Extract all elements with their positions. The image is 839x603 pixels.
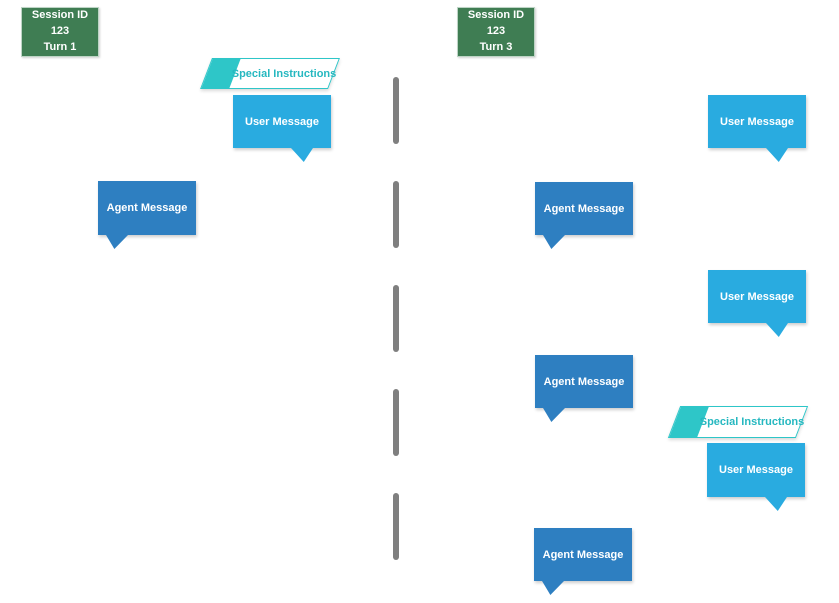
- session-id-label: Session ID 123: [467, 9, 525, 38]
- user-message-bubble: User Message: [707, 443, 805, 511]
- user-message-bubble: User Message: [708, 270, 806, 337]
- user-message-bubble: User Message: [233, 95, 331, 162]
- divider-dash: [393, 181, 399, 248]
- bubble-tail: [542, 581, 564, 595]
- user-message-bubble: User Message: [708, 95, 806, 162]
- session-turn3-box: Session ID 123 Turn 3: [457, 7, 535, 57]
- agent-message-bubble: Agent Message: [534, 528, 632, 595]
- session-turn1-box: Session ID 123 Turn 1: [21, 7, 99, 57]
- agent-message-label: Agent Message: [543, 202, 625, 215]
- divider-dash: [393, 285, 399, 352]
- divider-dash: [393, 493, 399, 560]
- agent-message-label: Agent Message: [106, 202, 188, 214]
- bubble-tail: [106, 235, 128, 249]
- special-instructions-label: Special Instructions: [231, 67, 337, 80]
- special-instructions-label: Special Instructions: [699, 416, 805, 428]
- turn-number-label: Turn 1: [43, 40, 77, 53]
- bubble-tail: [765, 497, 787, 511]
- user-message-label: User Message: [245, 115, 319, 128]
- user-message-label: User Message: [720, 115, 794, 128]
- agent-message-label: Agent Message: [543, 375, 625, 388]
- bubble-tail: [543, 408, 565, 422]
- bubble-tail: [543, 235, 565, 249]
- agent-message-bubble: Agent Message: [535, 355, 633, 422]
- bubble-tail: [766, 323, 788, 337]
- bubble-tail: [291, 148, 313, 162]
- turn-number-label: Turn 3: [479, 40, 513, 53]
- bubble-tail: [766, 148, 788, 162]
- special-instructions-banner: Special Instructions: [667, 406, 809, 438]
- agent-message-bubble: Agent Message: [535, 182, 633, 249]
- user-message-label: User Message: [719, 464, 793, 476]
- agent-message-bubble: Agent Message: [98, 181, 196, 249]
- divider-dash: [393, 389, 399, 456]
- divider-dash: [393, 77, 399, 144]
- special-instructions-banner: Special Instructions: [200, 58, 340, 89]
- session-id-label: Session ID 123: [31, 9, 89, 38]
- agent-message-label: Agent Message: [542, 548, 624, 561]
- user-message-label: User Message: [720, 290, 794, 303]
